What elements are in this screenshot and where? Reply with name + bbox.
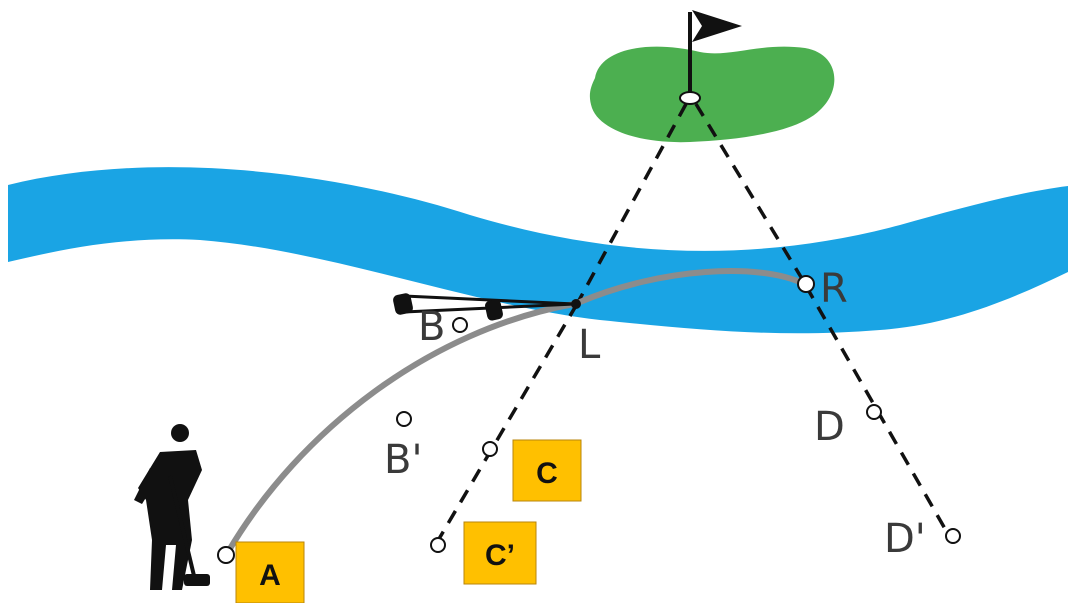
label-box-C-prime-text: C’ — [485, 539, 515, 572]
line-hole-to-L — [575, 103, 688, 305]
ball-R — [797, 275, 815, 293]
golf-flag-icon — [688, 10, 742, 96]
label-box-A-text: A — [259, 559, 281, 592]
line-hole-to-R — [694, 103, 806, 283]
ball-D — [866, 404, 882, 420]
label-R: R — [820, 266, 848, 312]
flight-path-L-to-R — [577, 268, 807, 305]
ball-flight-paths — [225, 268, 807, 555]
label-box-A: A — [235, 541, 305, 603]
ball-markers — [217, 275, 961, 564]
ball-C-prime — [430, 537, 446, 553]
golfer-icon — [134, 424, 210, 590]
flight-path-A-to-L — [225, 301, 577, 555]
reference-lines — [434, 103, 950, 545]
ball-C — [482, 441, 498, 457]
putting-green — [589, 46, 835, 143]
ball-D-prime — [945, 528, 961, 544]
club-head-far — [393, 293, 413, 315]
hole — [679, 91, 701, 105]
label-D: D — [814, 404, 845, 450]
club-head-near — [485, 299, 503, 321]
ball-B — [452, 317, 468, 333]
label-box-C: C — [512, 439, 582, 502]
label-box-C-text: C — [536, 457, 558, 490]
label-L: L — [578, 322, 601, 368]
label-B-prime: B' — [384, 437, 422, 483]
drop-zone-club-lengths — [393, 293, 576, 321]
ball-A — [217, 546, 235, 564]
label-D-prime: D' — [884, 516, 926, 562]
label-B: B — [418, 304, 445, 350]
point-L — [571, 299, 581, 309]
water-hazard — [8, 167, 1068, 334]
ball-B-prime — [396, 411, 412, 427]
label-box-C-prime: C’ — [463, 521, 537, 585]
